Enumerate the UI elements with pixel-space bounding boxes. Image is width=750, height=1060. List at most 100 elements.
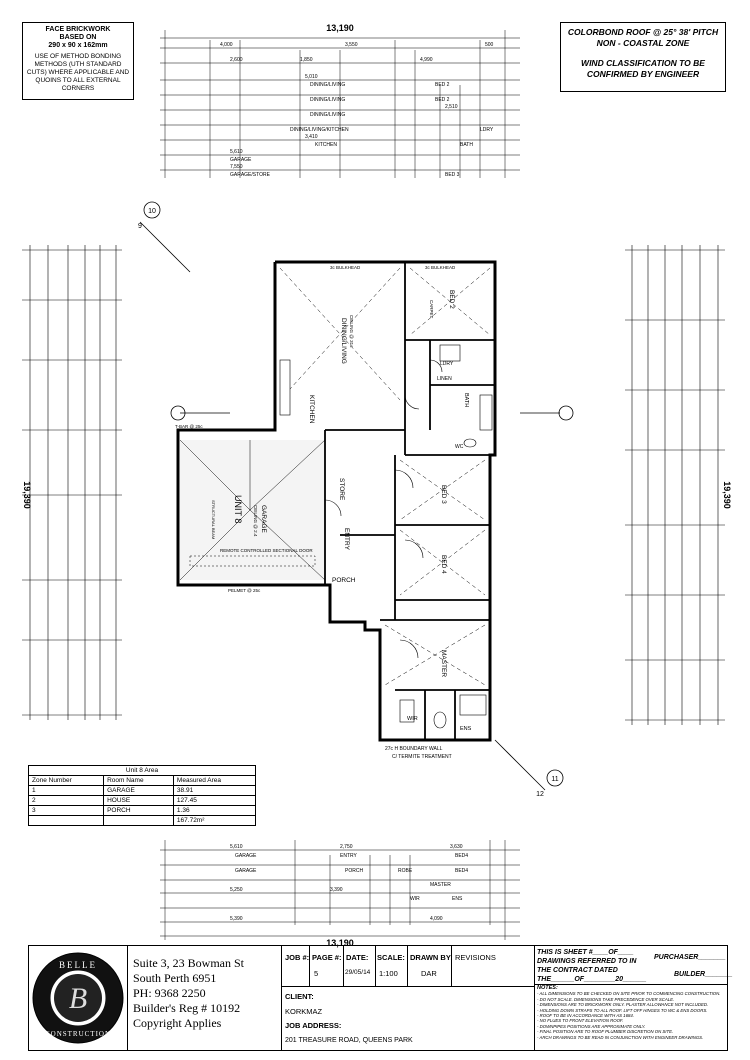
top-label: GARAGE xyxy=(230,157,252,163)
ceiling-label: CEILING @ 31c xyxy=(349,315,354,348)
page-label: PAGE #: xyxy=(312,953,342,962)
bed3-label: BED 3 xyxy=(440,485,447,504)
bottom-label: BED4 xyxy=(455,853,468,859)
section-marker-label: 11 xyxy=(551,776,558,783)
boundary-label: 27c H BOUNDARY WALL xyxy=(385,746,443,752)
table-row: 1 GARAGE 38.91 xyxy=(27,785,257,796)
bottom-dim: 5,610 xyxy=(230,844,243,850)
bottom-label: WIR xyxy=(410,896,420,902)
right-dimension-lines xyxy=(625,245,725,725)
contract-sheet-note: THIS IS SHEET #____OF____ DRAWINGS REFER… xyxy=(537,948,646,984)
store-label: STORE xyxy=(338,478,345,501)
top-label: KITCHEN xyxy=(315,142,337,148)
top-label: BED 3 xyxy=(445,172,460,178)
drawn-by-value: DAR xyxy=(421,969,437,978)
sheet-line: DRAWINGS REFERRED TO IN xyxy=(537,958,637,965)
sheet-line: THE CONTRACT DATED xyxy=(537,967,618,974)
purchaser-field: PURCHASER_______ xyxy=(654,954,726,961)
bottom-dim: 2,750 xyxy=(340,844,353,850)
bulkhead-label: 3c BULKHEAD xyxy=(330,265,361,270)
bottom-dimension-lines xyxy=(160,840,520,940)
top-label: GARAGE/STORE xyxy=(230,172,271,178)
measured-area: 1.36 xyxy=(172,805,257,816)
ceiling-lines xyxy=(279,267,491,686)
bottom-label: ENTRY xyxy=(340,853,358,859)
entry-label: ENTRY xyxy=(343,528,350,551)
note-line: - DO NOT SCALE. DIMENSIONS TAKE PRECEDEN… xyxy=(537,996,675,1002)
logo-top-text: BELLE xyxy=(59,960,97,970)
sheet-line: THIS IS SHEET #____OF____ xyxy=(537,949,634,956)
note-line: - NO FLUES TO FRONT ELEVATION ROOF. xyxy=(537,1018,624,1024)
top-dim: 4,990 xyxy=(420,57,433,63)
scale-value: 1:100 xyxy=(379,969,398,978)
note-line: - HOLDING DOWN STRAPS TO ALL ROOF. LIFT … xyxy=(537,1007,708,1013)
table-row: 167.72m² xyxy=(27,815,257,826)
top-label: DINING/LIVING xyxy=(310,97,345,103)
zone-number: 1 xyxy=(27,785,105,796)
bottom-dim: 3,630 xyxy=(450,844,463,850)
bottom-label: PORCH xyxy=(345,868,363,874)
top-dim: 4,000 xyxy=(220,42,233,48)
table-row: 2 HOUSE 127.45 xyxy=(27,795,257,806)
measured-area: 38.91 xyxy=(172,785,257,796)
total-area: 167.72m² xyxy=(172,815,257,826)
face-brickwork-title: FACE BRICKWORK xyxy=(45,26,111,33)
section-marker-label: 10 xyxy=(148,208,156,215)
job-address-value: 201 TREASURE ROAD, QUEENS PARK xyxy=(285,1037,413,1044)
wir-label: WIR xyxy=(407,716,418,722)
date-value: 29/05/14 xyxy=(345,969,371,976)
room-name: GARAGE xyxy=(103,785,174,796)
client-value: KORKMAZ xyxy=(285,1007,323,1016)
bottom-label: GARAGE xyxy=(235,868,257,874)
linen-label: LINEN xyxy=(437,376,452,382)
top-dim: 500 xyxy=(485,42,494,48)
face-brickwork-size: 290 x 90 x 162mm xyxy=(48,42,108,49)
bed4-label: BED 4 xyxy=(440,555,447,574)
porch-label: PORCH xyxy=(332,577,356,584)
face-brickwork-detail: USE OF METHOD BONDING METHODS (UTH STAND… xyxy=(26,53,130,92)
top-label: BED 2 xyxy=(435,97,450,103)
company-address: Suite 3, 23 Bowman St South Perth 6951 P… xyxy=(133,956,244,1031)
bottom-dim: 5,250 xyxy=(230,887,243,893)
face-brickwork-note: FACE BRICKWORK BASED ON 290 x 90 x 162mm… xyxy=(22,22,134,100)
address-line: PH: 9368 2250 xyxy=(133,986,206,1000)
internal-walls xyxy=(274,262,495,740)
scale-label: SCALE: xyxy=(377,953,405,962)
top-dim: 2,510 xyxy=(445,104,458,110)
page-value: 5 xyxy=(314,969,319,978)
left-dimension-lines xyxy=(22,245,122,720)
top-dimension-lines xyxy=(160,30,520,178)
roof-note: COLORBOND ROOF @ 25° 38' PITCH NON - COA… xyxy=(560,22,726,92)
door-swings xyxy=(324,359,443,659)
roof-note-line3: WIND CLASSIFICATION TO BE xyxy=(581,58,705,68)
area-table-caption: Unit 8 Area xyxy=(28,765,256,776)
roof-note-line2: NON - COASTAL ZONE xyxy=(596,38,690,48)
top-dimension-text: 4,000 3,550 500 2,600 1,850 4,990 5,010 … xyxy=(220,42,494,178)
garage-hatch xyxy=(179,439,326,581)
bottom-label: MASTER xyxy=(430,882,451,888)
revisions-label: REVISIONS xyxy=(455,953,496,962)
note-line: - ROOF TO BE IN ACCORDANCE WITH AS 1684. xyxy=(537,1013,634,1019)
dining-living-label: DINING/LIVING xyxy=(340,318,347,364)
builder-field: BUILDER_______ xyxy=(674,971,733,978)
address-line: South Perth 6951 xyxy=(133,971,217,985)
termite-label: C/ TERMITE TREATMENT xyxy=(392,754,452,760)
logo-letter: B xyxy=(69,982,87,1015)
note-line: - ALL DIMENSIONS TO BE CHECKED ON SITE P… xyxy=(537,991,721,997)
job-address-label: JOB ADDRESS: xyxy=(285,1021,342,1030)
wc-label: WC xyxy=(455,444,464,450)
door-note: REMOTE CONTROLLED SECTIONAL DOOR xyxy=(220,548,313,553)
date-label: DATE: xyxy=(346,953,369,962)
room-labels: UNIT 8 GARAGE CEILING @ 2.4 STORE ENTRY … xyxy=(175,265,472,760)
bath-label: BATH xyxy=(463,393,469,407)
top-label: BATH xyxy=(460,142,473,148)
area-table-header: Zone Number xyxy=(27,775,105,786)
top-dim: 5,610 xyxy=(230,149,243,155)
garage-label: GARAGE xyxy=(260,505,267,533)
overall-width-top: 13,190 xyxy=(326,23,354,33)
address-line: Builder's Reg # 10192 xyxy=(133,1001,241,1015)
area-table: Unit 8 Area Zone Number Room Name Measur… xyxy=(27,765,257,826)
client-label: CLIENT: xyxy=(285,992,314,1001)
pelmet-label: PELMET @ 25c xyxy=(228,588,261,593)
area-table-header: Room Name xyxy=(103,775,174,786)
